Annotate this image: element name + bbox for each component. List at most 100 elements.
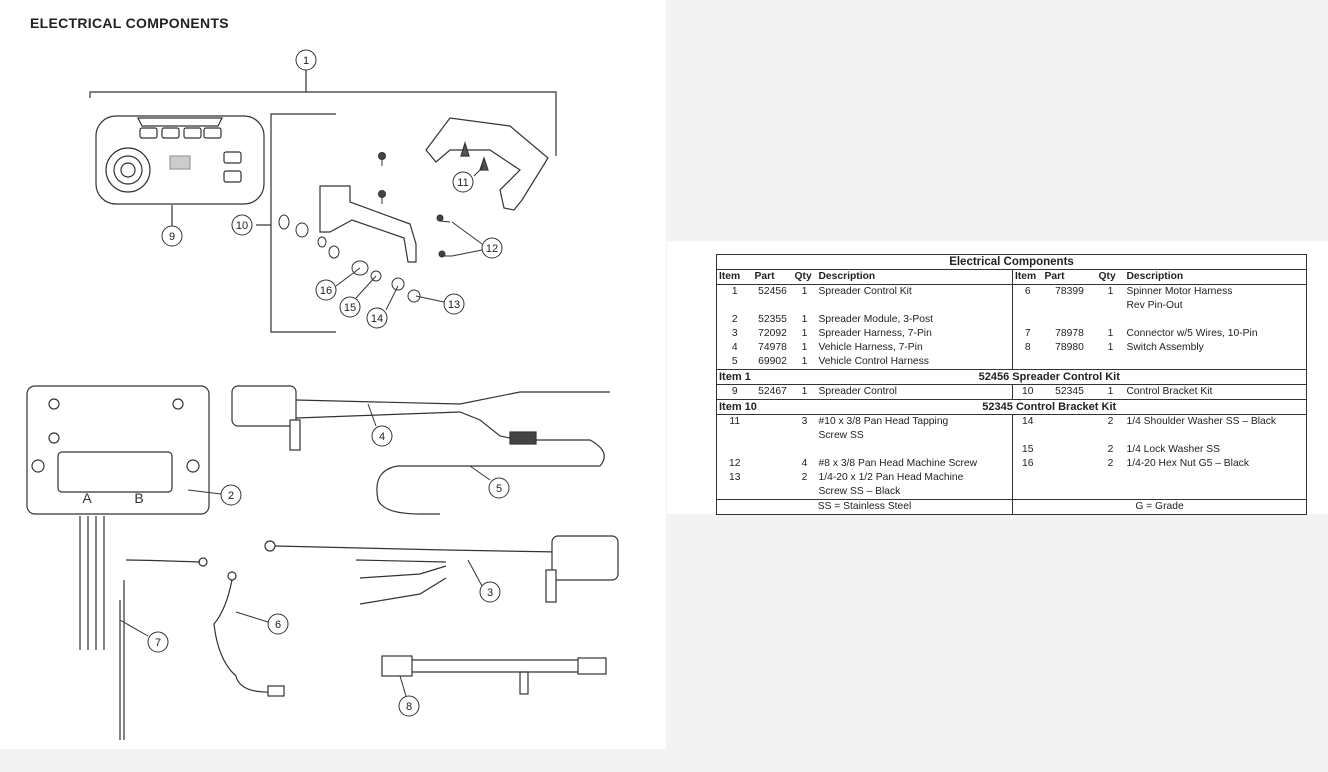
hardware-screws (278, 152, 452, 303)
item-cell (1013, 471, 1043, 500)
part-cell: 69902 (758, 356, 787, 367)
qty-cell: 1 (801, 342, 808, 353)
qty-cell: 1 (1107, 286, 1114, 297)
part-cell (753, 415, 793, 444)
section-title: 52456 Spreader Control Kit (792, 369, 1307, 385)
description-cell: #8 x 3/8 Pan Head Machine Screw (816, 457, 1013, 471)
part-cell (753, 443, 793, 457)
item-cell: 4 (716, 341, 753, 355)
blank-area-top (667, 0, 1328, 241)
switch-assembly-drawing (381, 655, 607, 695)
col-qty-right: Qty (1096, 269, 1125, 285)
col-qty: Qty (792, 269, 817, 285)
qty-cell (1097, 471, 1125, 500)
qty-cell: 1 (801, 314, 808, 325)
col-description: Description (816, 269, 1013, 285)
item-cell (1013, 355, 1043, 370)
callout-5: 5 (496, 483, 502, 495)
vehicle-harness-drawing (231, 385, 610, 515)
callout-11: 11 (457, 177, 468, 189)
item-cell: 7 (1024, 328, 1031, 339)
item-cell: 12 (716, 457, 753, 471)
callout-2: 2 (228, 490, 234, 502)
description-cell: 1/4 Lock Washer SS (1124, 443, 1307, 457)
table-row: 2 52355 1 Spreader Module, 3-Post (716, 313, 1307, 327)
qty-cell (1097, 355, 1125, 370)
part-cell: 52467 (758, 386, 787, 397)
col-description-right: Description (1124, 269, 1307, 285)
section-label: Item 10 (716, 399, 793, 415)
parts-table: Electrical Components Item Part Qty Desc… (716, 254, 1307, 515)
qty-cell (793, 443, 817, 457)
callout-14: 14 (371, 313, 383, 325)
item-cell: 14 (1022, 416, 1034, 427)
part-cell: 72092 (758, 328, 787, 339)
callout-16: 16 (320, 285, 332, 297)
callout-15: 15 (344, 302, 356, 314)
part-cell: 78399 (1055, 286, 1084, 297)
description-cell: Control Bracket Kit (1124, 384, 1307, 400)
description-cell (816, 443, 1013, 457)
item-cell: 5 (716, 355, 753, 370)
control-bracket-drawing (319, 117, 549, 263)
item-cell: 1 (716, 284, 753, 313)
description-cell: Spreader Harness, 7-Pin (816, 327, 1013, 341)
spinner-motor-harness-drawing (213, 571, 285, 697)
module-label-b: B (134, 490, 143, 506)
qty-cell: 1 (1107, 342, 1114, 353)
footer-ss-note: SS = Stainless Steel (716, 499, 1013, 515)
part-cell (753, 457, 793, 471)
item-cell: 11 (716, 414, 753, 443)
callout-12: 12 (486, 243, 498, 255)
description-cell: Vehicle Harness, 7-Pin (816, 341, 1013, 355)
part-cell (1043, 443, 1097, 457)
col-item-right: Item (1012, 269, 1043, 285)
item-cell: 3 (716, 327, 753, 341)
part-cell (1043, 471, 1097, 500)
table-title: Electrical Components (716, 254, 1307, 270)
module-label-a: A (82, 490, 92, 506)
part-cell (1043, 457, 1097, 471)
callout-8: 8 (406, 701, 412, 713)
item-cell: 13 (716, 471, 753, 500)
callout-7: 7 (155, 637, 161, 649)
description-cell: 1/4 Shoulder Washer SS – Black (1124, 414, 1307, 443)
qty-cell: 2 (1107, 444, 1114, 455)
description-cell: Spreader Module, 3-Post (816, 313, 1013, 327)
col-part-right: Part (1042, 269, 1097, 285)
part-cell (1043, 415, 1097, 444)
part-cell: 52456 (758, 286, 787, 297)
col-item: Item (716, 269, 753, 285)
callout-4: 4 (379, 431, 385, 443)
col-part: Part (752, 269, 793, 285)
qty-cell: 1 (801, 386, 808, 397)
description-cell (1124, 471, 1307, 500)
page-title: ELECTRICAL COMPONENTS (30, 15, 229, 31)
description-cell: Vehicle Control Harness (816, 355, 1013, 370)
description-cell (1124, 355, 1307, 370)
part-cell: 52355 (758, 314, 787, 325)
item-cell: 15 (1022, 444, 1034, 455)
qty-cell: 1 (801, 286, 808, 297)
qty-cell: 1 (801, 328, 808, 339)
callout-10: 10 (236, 220, 248, 232)
item-cell: 2 (716, 313, 753, 327)
qty-cell: 2 (1107, 416, 1114, 427)
callout-1: 1 (303, 55, 309, 67)
callout-13: 13 (448, 299, 460, 311)
item-cell: 6 (1024, 286, 1031, 297)
callout-3: 3 (487, 587, 493, 599)
item-cell (1013, 313, 1043, 327)
item-cell: 9 (716, 384, 753, 400)
qty-cell (1097, 313, 1125, 327)
part-cell (1043, 313, 1097, 327)
